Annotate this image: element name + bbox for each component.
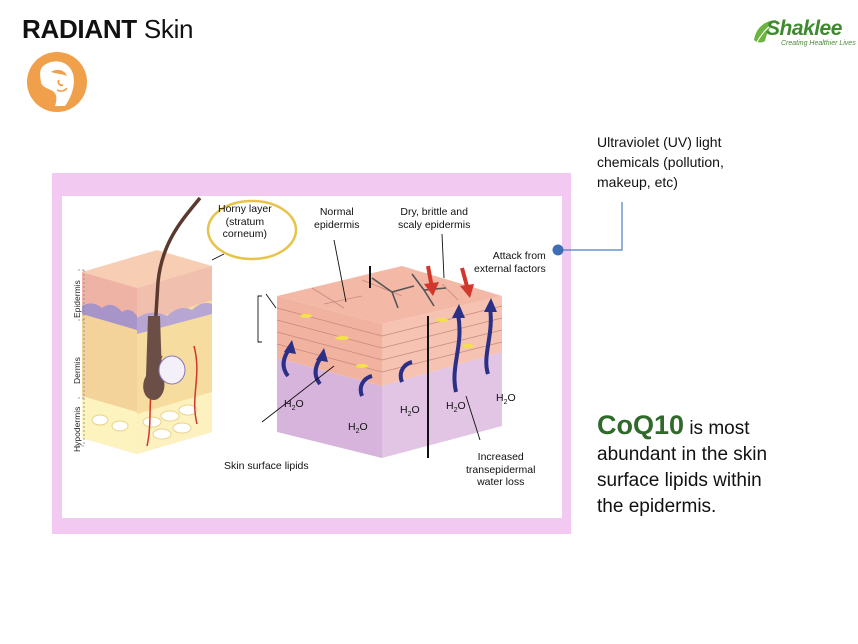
dermis-side-label: Dermis <box>72 357 82 384</box>
water-loss-label-line: Increased <box>477 451 524 463</box>
water-label: H2O <box>446 400 466 414</box>
face-profile-icon <box>27 52 87 112</box>
water-h: H <box>348 421 356 433</box>
water-h: H <box>284 398 292 410</box>
callout-line: the epidermis. <box>597 496 717 517</box>
water-o: O <box>295 398 304 410</box>
callout-line: abundant in the skin <box>597 444 768 465</box>
hair-follicle <box>143 316 165 400</box>
water-label: H2O <box>348 421 368 435</box>
water-o: O <box>411 404 420 416</box>
water-sub: 2 <box>291 405 296 413</box>
slide-title: RADIANT Skin <box>22 14 194 45</box>
epidermis-side-label: Epidermis <box>72 280 82 318</box>
horny-layer-label-line: (stratum <box>225 215 265 228</box>
water-o: O <box>507 392 516 404</box>
water-o: O <box>457 400 466 412</box>
water-label: H2O <box>284 398 304 412</box>
water-loss-arrow <box>358 374 373 397</box>
hypodermis-side-label: Hypodermis <box>72 406 82 452</box>
horny-layer-label-line: corneum) <box>222 228 268 240</box>
horny-layer-label: Horny layer (stratum corneum) <box>218 203 272 241</box>
water-h: H <box>496 392 504 404</box>
dry-epidermis-label: Dry, brittle and scaly epidermis <box>398 206 470 231</box>
skin-block-top <box>82 250 212 288</box>
water-sub: 2 <box>453 407 458 415</box>
horny-layer-label-line: Horny layer <box>218 203 272 215</box>
slide-title-bold: RADIANT <box>22 14 137 44</box>
skin-lipids-label: Skin surface lipids <box>224 460 309 472</box>
water-loss-arrow <box>452 313 462 393</box>
brand-name: Shaklee <box>766 17 842 40</box>
water-o: O <box>359 421 368 433</box>
water-loss-arrow <box>484 307 493 375</box>
dry-epidermis-label-line: scaly epidermis <box>398 218 471 231</box>
attack-label-line: external factors <box>474 262 546 275</box>
water-sub: 2 <box>503 399 508 407</box>
coq10-callout: CoQ10 is most abundant in the skin surfa… <box>597 412 817 520</box>
uv-annotation: Ultraviolet (UV) light chemicals (pollut… <box>597 132 787 192</box>
attack-label: Attack from external factors <box>474 250 546 275</box>
attack-label-line: Attack from <box>492 250 546 262</box>
epidermis-block-top <box>277 266 502 324</box>
slide-title-rest: Skin <box>143 14 194 44</box>
skin-cross-section-diagram <box>78 196 503 458</box>
uv-annotation-line: chemicals (pollution, <box>597 154 724 170</box>
horny-layer-highlight <box>206 199 298 261</box>
callout-line: surface lipids within <box>597 470 762 491</box>
uv-annotation-line: Ultraviolet (UV) light <box>597 134 722 150</box>
water-sub: 2 <box>407 411 412 419</box>
normal-epidermis-label: Normal epidermis <box>314 206 360 231</box>
water-label: H2O <box>496 392 516 406</box>
uv-annotation-line: makeup, etc) <box>597 174 678 190</box>
water-loss-arrow <box>398 360 413 383</box>
water-loss-label-line: transepidermal <box>466 463 536 476</box>
water-sub: 2 <box>355 428 360 436</box>
coq10-highlight: CoQ10 <box>597 410 685 440</box>
normal-epidermis-label-line: epidermis <box>314 218 360 231</box>
horny-layer-leader <box>211 253 225 261</box>
water-h: H <box>400 404 408 416</box>
callout-line: is most <box>689 418 750 439</box>
leaf-icon <box>754 20 776 43</box>
normal-epidermis-label-line: Normal <box>319 206 354 218</box>
water-h: H <box>446 400 454 412</box>
water-loss-label-line: water loss <box>477 476 525 488</box>
water-loss-label: Increased transepidermal water loss <box>466 451 535 489</box>
hair-strand <box>152 196 202 347</box>
brand-tagline: Creating Healthier Lives <box>781 40 856 47</box>
dry-epidermis-label-line: Dry, brittle and <box>400 206 468 218</box>
dermis-block <box>277 358 382 458</box>
water-label: H2O <box>400 404 420 418</box>
